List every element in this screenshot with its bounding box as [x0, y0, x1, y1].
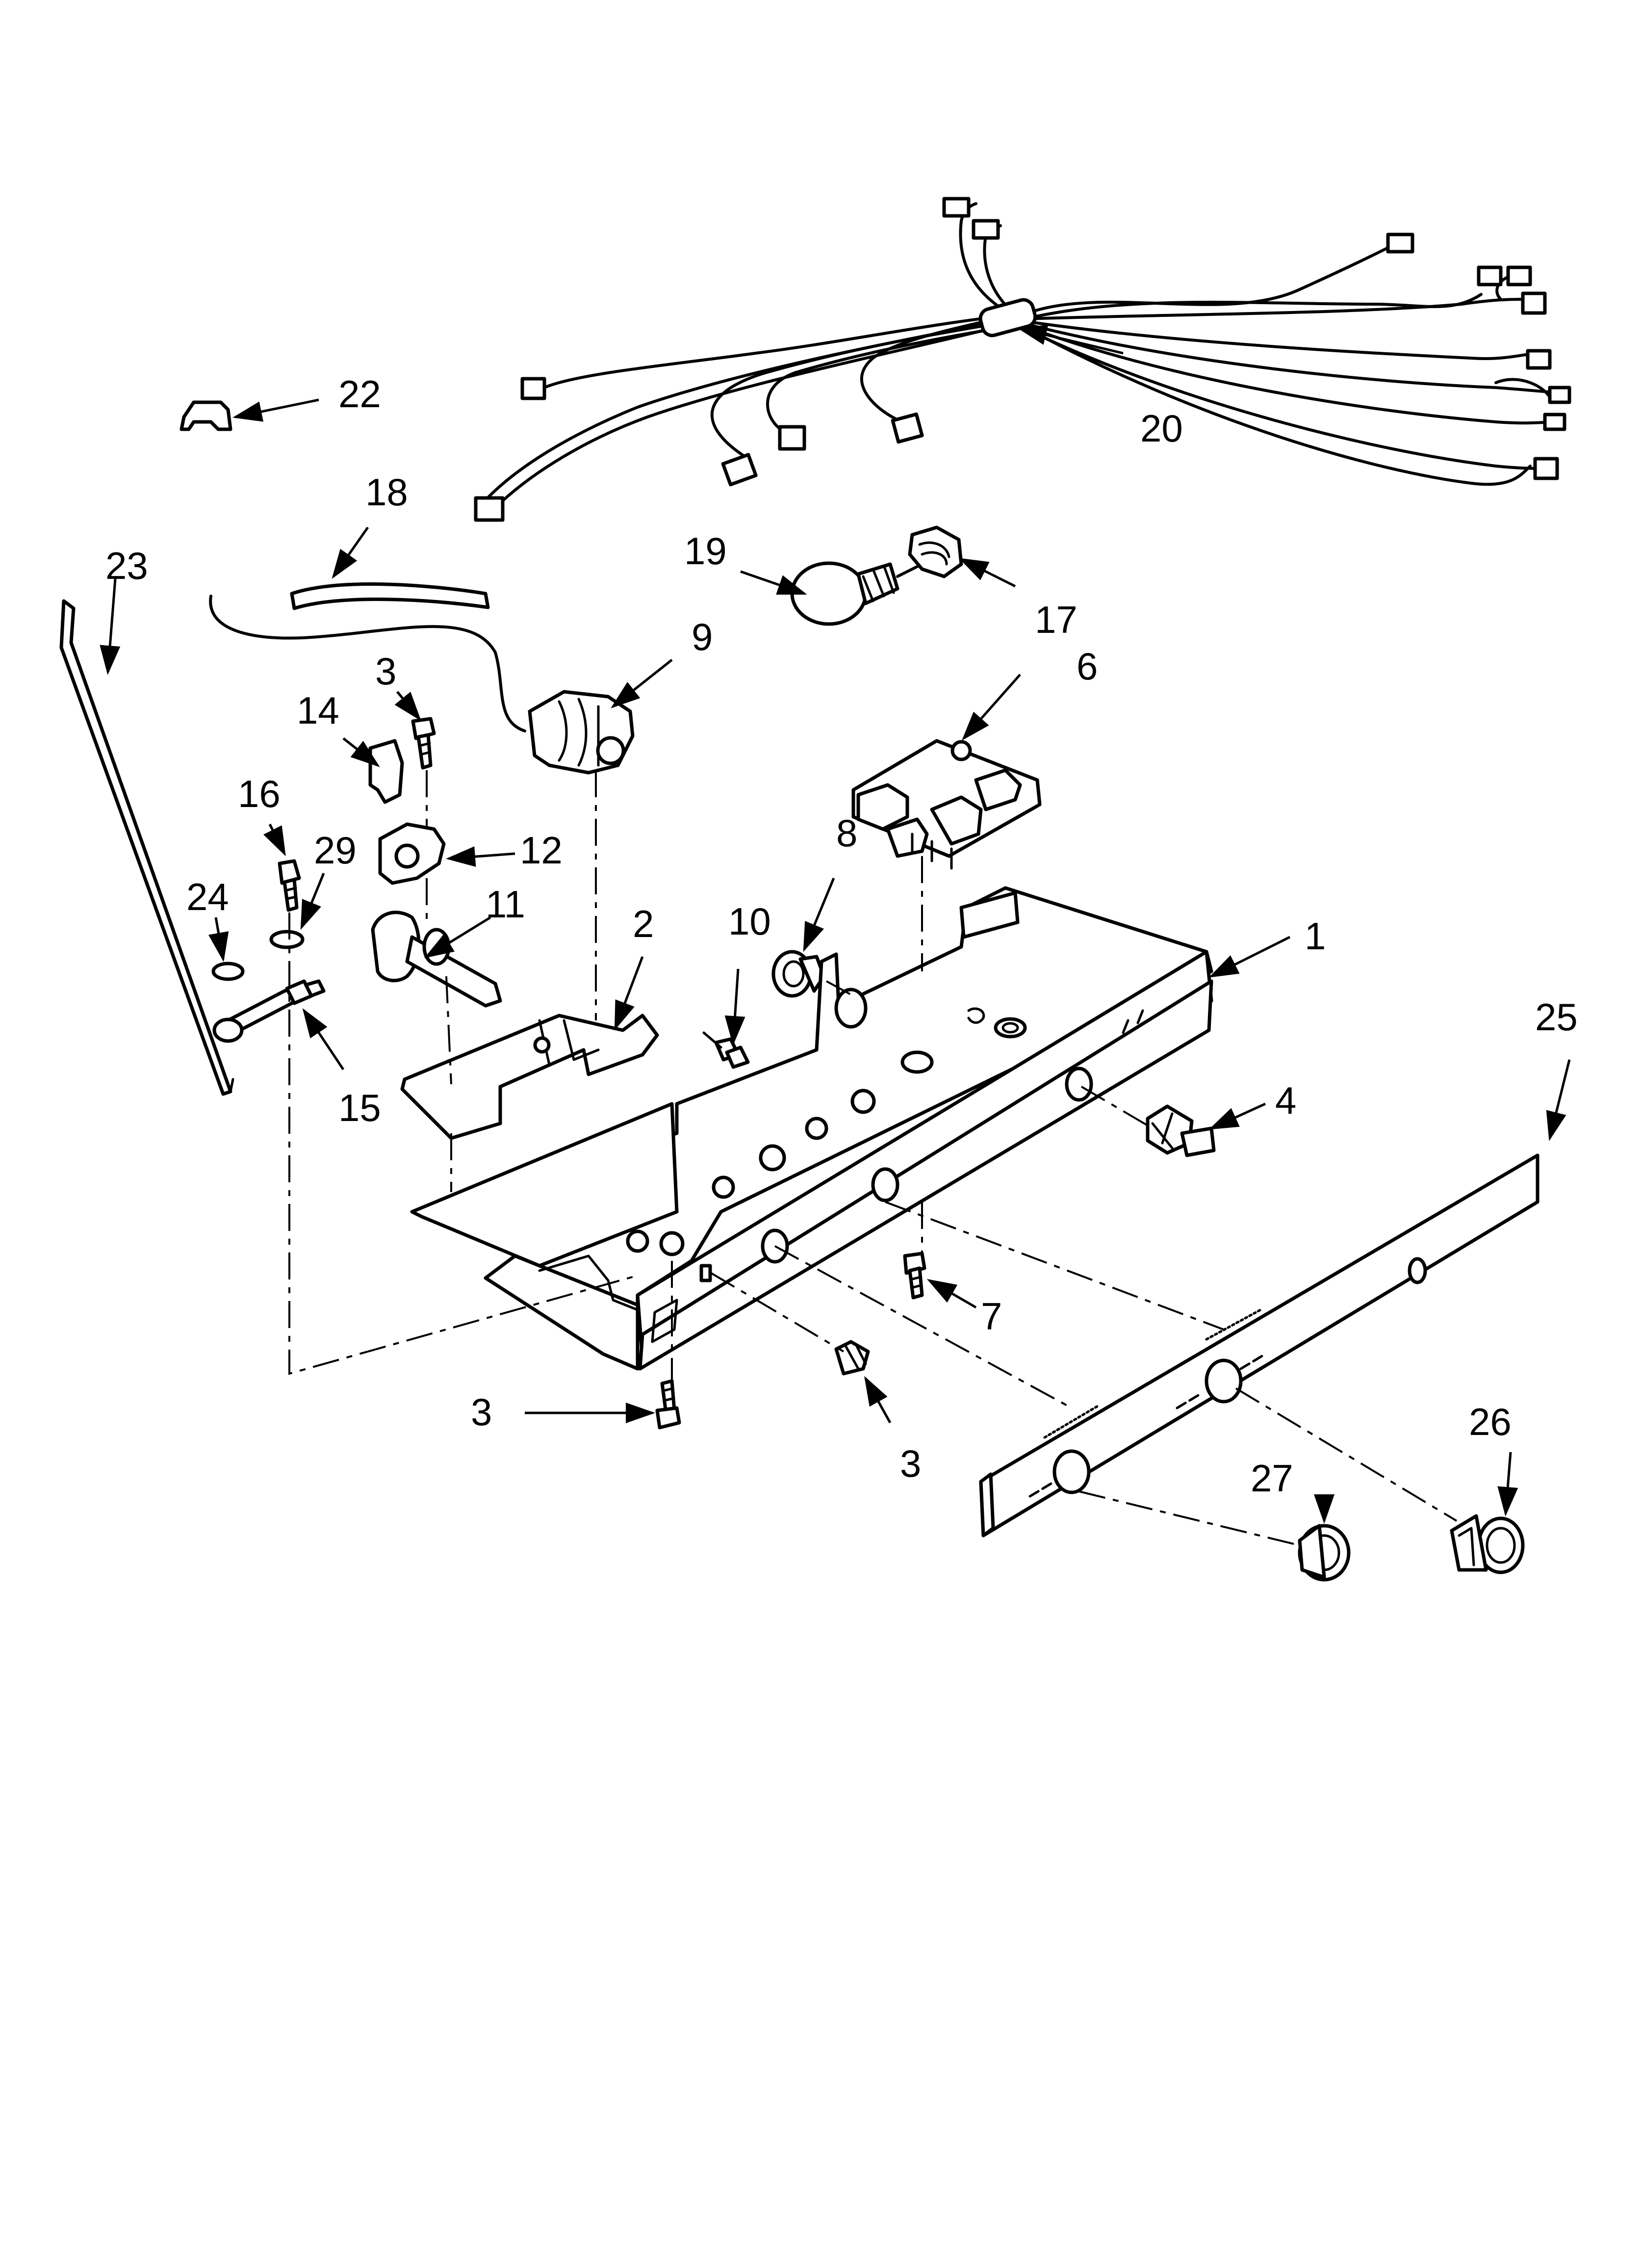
callout-24: 24	[186, 875, 229, 918]
callout-29: 29	[314, 829, 357, 872]
callout-6: 6	[1077, 645, 1098, 688]
callout-9: 9	[692, 615, 713, 658]
screw-7	[903, 1251, 926, 1300]
light-socket	[896, 525, 963, 578]
callout-8: 8	[836, 811, 857, 855]
knob-26	[1450, 1514, 1525, 1574]
washer-24	[211, 962, 245, 981]
callout-16: 16	[238, 772, 281, 815]
callout-18: 18	[365, 470, 408, 514]
screw-3-lower	[655, 1379, 681, 1430]
callout-3-upper: 3	[375, 650, 396, 693]
cold-control	[528, 690, 635, 775]
callout-12: 12	[520, 829, 563, 872]
callout-11: 11	[486, 883, 525, 926]
defrost-rail	[59, 599, 234, 1096]
assembly-lines	[288, 770, 1458, 1546]
screw-3-right	[834, 1340, 870, 1376]
wire-harness	[474, 197, 1571, 522]
callout-4: 4	[1275, 1079, 1296, 1122]
control-shaft	[371, 911, 502, 1008]
damper-lever	[212, 979, 326, 1043]
bracket-plug	[368, 739, 404, 804]
callout-23: 23	[105, 544, 148, 587]
callout-19: 19	[684, 529, 727, 573]
control-board	[851, 739, 1042, 870]
screw-16	[278, 859, 301, 912]
control-housing	[484, 886, 1213, 1371]
callout-3-right: 3	[900, 1442, 921, 1485]
shaft-bracket	[378, 822, 446, 885]
control-panel	[979, 1153, 1539, 1538]
knob-27	[1298, 1524, 1351, 1582]
callout-2: 2	[633, 902, 654, 945]
clip	[180, 400, 232, 431]
callout-3-lower: 3	[471, 1390, 492, 1434]
callout-15: 15	[338, 1086, 381, 1129]
screw-10	[702, 1031, 750, 1069]
callout-14: 14	[297, 689, 339, 732]
callout-10: 10	[728, 900, 771, 943]
screw-upper	[411, 717, 436, 770]
callout-27: 27	[1251, 1457, 1293, 1500]
thermistor	[1146, 1104, 1216, 1157]
callout-26: 26	[1469, 1400, 1512, 1443]
callout-22: 22	[338, 372, 381, 416]
callout-leaders	[100, 325, 1571, 1524]
callout-25: 25	[1535, 995, 1578, 1039]
callout-labels: 22 20 18 23 19 17 9 3 14 6 16 8 29 12 24…	[105, 372, 1578, 1500]
callout-20: 20	[1140, 407, 1183, 450]
grommet	[771, 950, 826, 998]
tube	[290, 582, 490, 610]
washer-29	[269, 930, 305, 949]
callout-7: 7	[981, 1295, 1002, 1338]
callout-17: 17	[1035, 598, 1078, 641]
light-bulb	[790, 561, 899, 626]
capillary-tube	[209, 595, 526, 732]
callout-1: 1	[1305, 914, 1326, 958]
damper-bracket	[400, 1014, 679, 1268]
